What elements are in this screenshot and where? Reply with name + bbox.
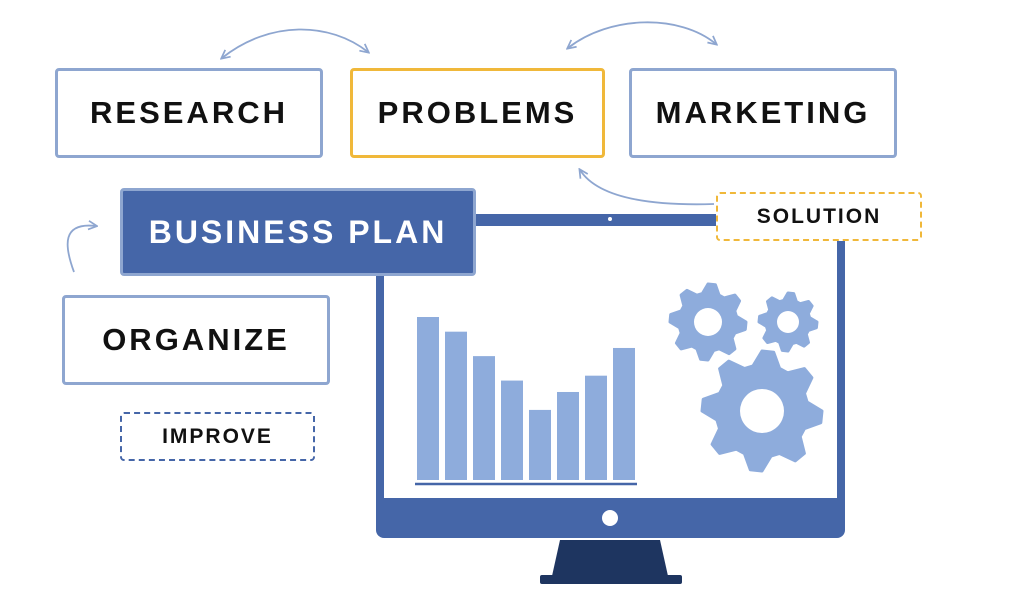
chart-bar <box>529 409 551 480</box>
chart-bar <box>417 317 439 480</box>
arrow-research-problems <box>222 28 368 58</box>
business-plan-label: BUSINESS PLAN <box>148 213 448 250</box>
solution-box: SOLUTION <box>716 192 922 241</box>
gear-icon <box>700 349 824 473</box>
chart-bar <box>473 356 495 480</box>
research-label: RESEARCH <box>90 95 288 130</box>
chart-bar <box>557 391 579 480</box>
marketing-label: MARKETING <box>655 95 871 130</box>
chart-bar <box>501 380 523 480</box>
improve-label: IMPROVE <box>162 424 273 448</box>
gear-icon <box>757 291 819 353</box>
solution-label: SOLUTION <box>756 204 882 228</box>
organize-box: ORGANIZE <box>62 295 330 385</box>
chart-bar <box>445 331 467 480</box>
arrow-problems-marketing <box>568 21 716 48</box>
arrow-solution-problems <box>580 170 715 206</box>
gear-icon <box>668 282 748 362</box>
chart-bar <box>613 347 635 480</box>
problems-box: PROBLEMS <box>350 68 605 158</box>
chart-bar <box>585 375 607 480</box>
bar-chart-icon <box>417 317 635 480</box>
problems-label: PROBLEMS <box>377 95 578 130</box>
arrow-organize-business <box>66 226 96 273</box>
business-plan-box: BUSINESS PLAN <box>120 188 476 276</box>
research-box: RESEARCH <box>55 68 323 158</box>
improve-box: IMPROVE <box>120 412 315 461</box>
marketing-box: MARKETING <box>629 68 897 158</box>
organize-label: ORGANIZE <box>102 322 290 357</box>
